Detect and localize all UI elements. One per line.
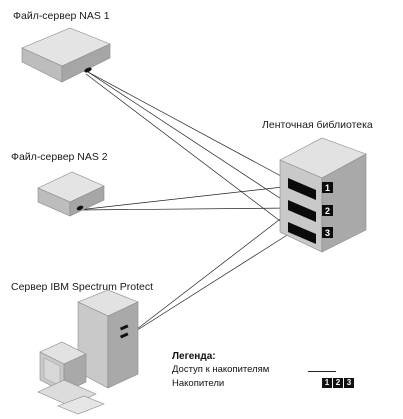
- nas1-device: [21, 27, 111, 83]
- tape-library: 1 2 3: [279, 137, 367, 253]
- link-nas2-drive2: [77, 207, 293, 211]
- drive-number-2: 2: [325, 206, 330, 216]
- nas2-device: [37, 171, 105, 217]
- drive-slot-2: [288, 200, 316, 222]
- legend-drives-label: Накопители: [172, 378, 225, 389]
- legend-access-label: Доступ к накопителям: [172, 364, 270, 375]
- legend-badge-3: 3: [344, 378, 354, 388]
- drive-slot-1: [288, 178, 316, 200]
- link-nas1-drive3: [85, 73, 293, 231]
- server-device: [37, 289, 139, 415]
- nas1-label: Файл-сервер NAS 1: [13, 10, 110, 22]
- legend-line-sample: [308, 371, 336, 372]
- drive-number-3: 3: [325, 228, 330, 238]
- server-label: Сервер IBM Spectrum Protect: [11, 281, 154, 293]
- link-nas1-drive1: [87, 71, 293, 183]
- link-nas2-drive1: [77, 185, 293, 211]
- connection-lines: [77, 71, 293, 337]
- link-server-drive3: [127, 231, 293, 337]
- legend-badge-2: 2: [333, 378, 343, 388]
- nas2-label: Файл-сервер NAS 2: [11, 151, 108, 163]
- legend-drive-badges: 1 2 3: [322, 378, 354, 388]
- link-nas1-drive2: [87, 71, 293, 207]
- drive-slot-3: [288, 222, 316, 244]
- library-label: Ленточная библиотека: [262, 119, 373, 131]
- legend-title: Легенда:: [172, 351, 216, 362]
- drive-number-1: 1: [325, 183, 330, 193]
- link-server-drive2: [127, 209, 293, 337]
- legend-badge-1: 1: [322, 378, 332, 388]
